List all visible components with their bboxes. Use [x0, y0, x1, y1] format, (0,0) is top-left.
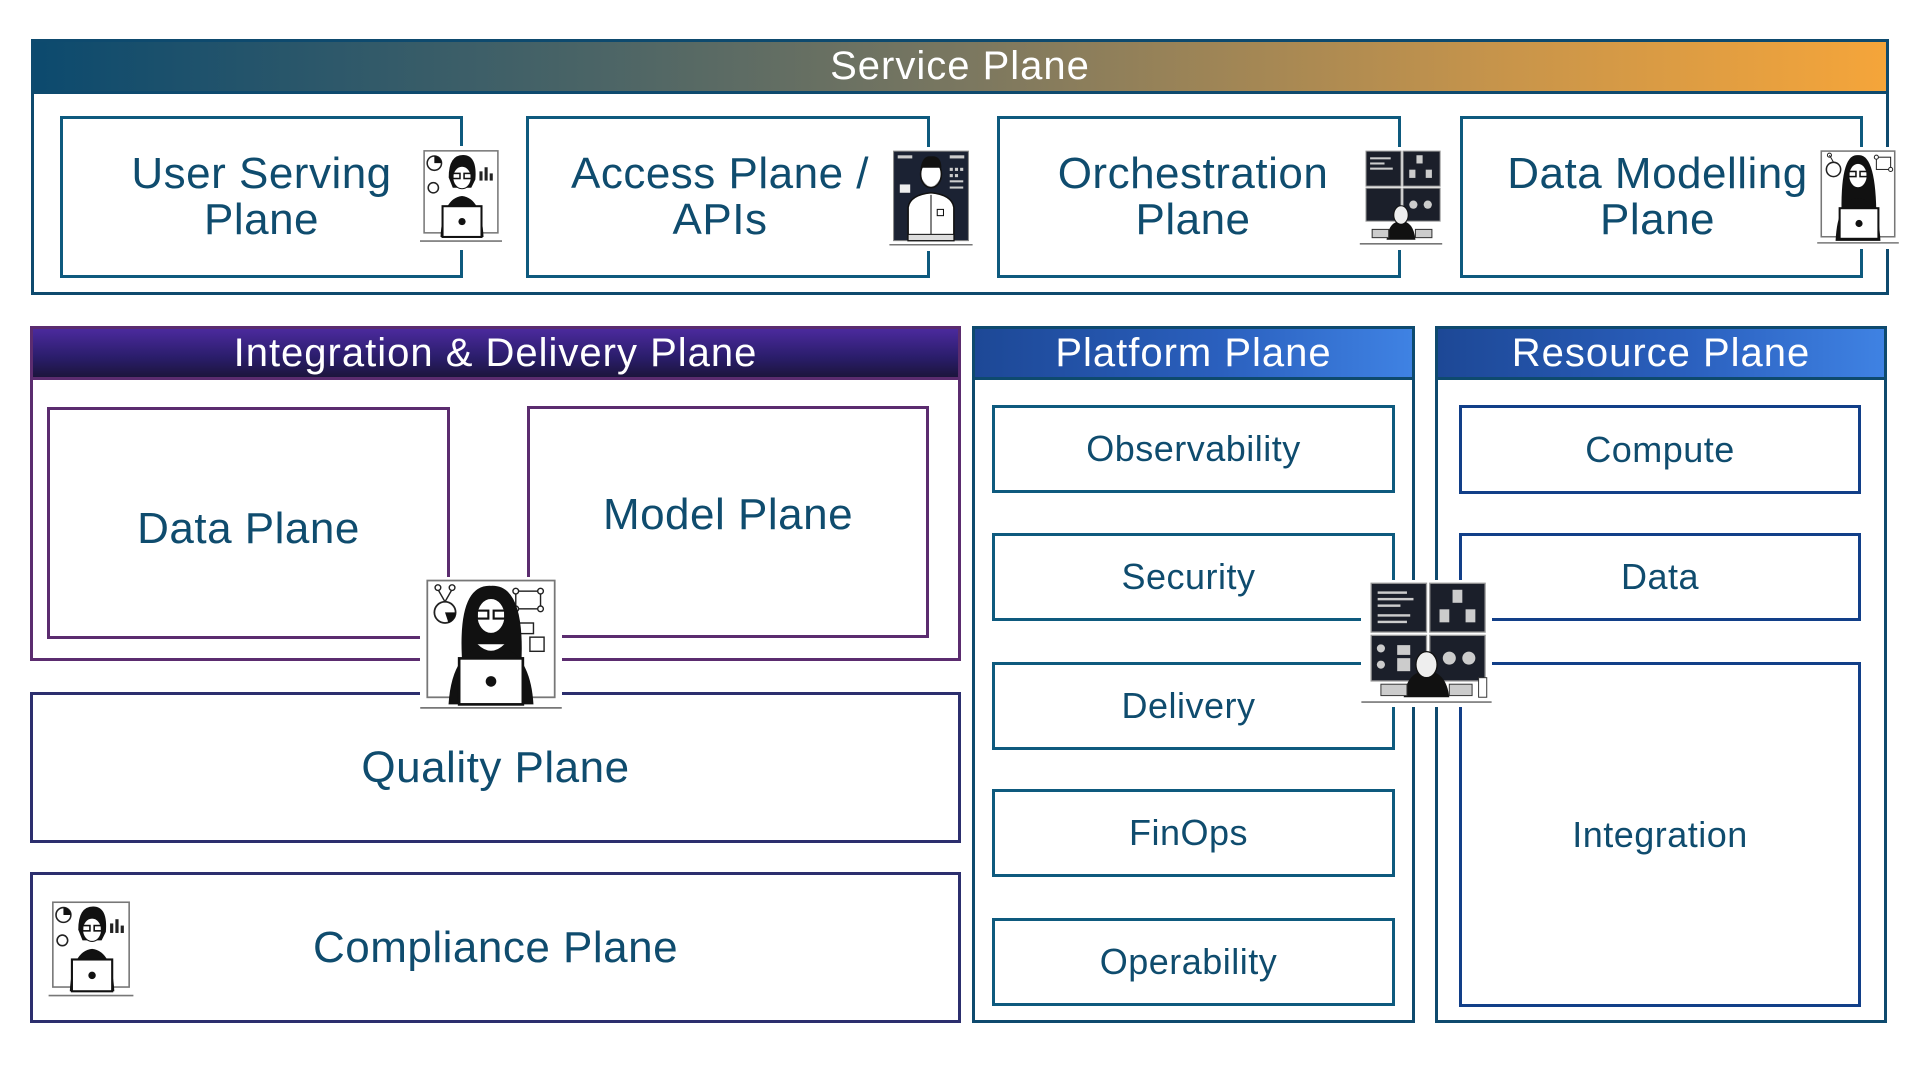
- integration-label: Integration: [1572, 813, 1748, 855]
- woman-laptop-diagrams-illustration: [420, 577, 562, 715]
- observability-label: Observability: [1086, 428, 1301, 469]
- multi-monitor-desk-illustration: [1358, 147, 1444, 250]
- compute-label: Compute: [1585, 428, 1735, 470]
- finops-label: FinOps: [1128, 812, 1249, 853]
- woman-laptop-icon: [48, 901, 134, 997]
- compliance-plane-label: Compliance Plane: [312, 922, 679, 972]
- data-box: Data: [1459, 533, 1861, 621]
- model-plane-label: Model Plane: [602, 490, 854, 539]
- data-modelling-plane-box: Data Modelling Plane: [1460, 116, 1863, 278]
- access-plane-box: Access Plane / APIs: [526, 116, 930, 278]
- data-plane-label: Data Plane: [137, 504, 360, 553]
- bearded-man-console-illustration: [889, 147, 973, 251]
- woman-laptop-diagrams-illustration: [1816, 147, 1900, 249]
- integration-delivery-plane-header: Integration & Delivery Plane: [30, 326, 961, 380]
- security-box: Security: [992, 533, 1395, 621]
- finops-box: FinOps: [992, 789, 1395, 877]
- orchestration-plane-box: Orchestration Plane: [997, 116, 1401, 278]
- monitor-desk-icon: [1359, 150, 1443, 245]
- multi-monitor-desk-illustration: [1361, 580, 1492, 707]
- resource-plane-title: Resource Plane: [1511, 330, 1811, 375]
- delivery-box: Delivery: [992, 662, 1395, 750]
- platform-plane-title: Platform Plane: [1055, 330, 1332, 375]
- data-modelling-plane-label: Data Modelling Plane: [1507, 149, 1808, 244]
- woman-laptop-dashboard-illustration: [420, 146, 502, 250]
- monitor-desk-icon: [1361, 582, 1492, 703]
- data-plane-box: Data Plane: [47, 407, 450, 639]
- integration-box: Integration: [1459, 662, 1861, 1007]
- user-serving-plane-label: User Serving Plane: [131, 149, 392, 244]
- compute-box: Compute: [1459, 405, 1861, 494]
- resource-plane-header: Resource Plane: [1435, 326, 1887, 380]
- model-plane-box: Model Plane: [527, 406, 929, 638]
- data-label: Data: [1620, 556, 1700, 597]
- integration-delivery-plane-title: Integration & Delivery Plane: [233, 330, 758, 375]
- operability-label: Operability: [1099, 941, 1278, 982]
- user-serving-plane-box: User Serving Plane: [60, 116, 463, 278]
- platform-plane-header: Platform Plane: [972, 326, 1415, 380]
- man-console-icon: [889, 150, 973, 246]
- access-plane-label: Access Plane / APIs: [570, 149, 870, 244]
- woman-laptop-diagram-icon: [420, 579, 562, 709]
- service-plane-header: Service Plane: [31, 39, 1889, 94]
- delivery-label: Delivery: [1121, 685, 1256, 726]
- quality-plane-label: Quality Plane: [361, 742, 630, 792]
- security-label: Security: [1121, 556, 1256, 597]
- observability-box: Observability: [992, 405, 1395, 493]
- service-plane-title: Service Plane: [830, 44, 1090, 88]
- woman-laptop-diagram-icon: [1817, 150, 1899, 244]
- operability-box: Operability: [992, 918, 1395, 1006]
- compliance-plane-box: Compliance Plane: [30, 872, 961, 1023]
- woman-laptop-icon: [420, 150, 502, 242]
- orchestration-plane-label: Orchestration Plane: [1057, 149, 1329, 244]
- woman-laptop-dashboard-illustration: [48, 898, 134, 1004]
